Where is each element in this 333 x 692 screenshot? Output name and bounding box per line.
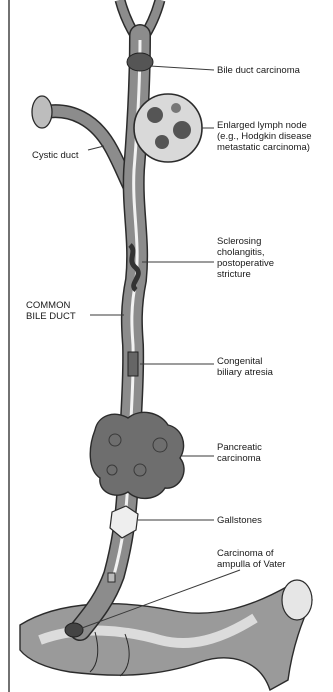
- ampulla-carcinoma-mass: [65, 623, 83, 637]
- label-bile-duct-carcinoma: Bile duct carcinoma: [217, 65, 301, 76]
- label-gallstones: Gallstones: [217, 515, 262, 526]
- label-cystic-duct: Cystic duct: [32, 150, 79, 161]
- enlarged-lymph-node: [134, 94, 202, 162]
- label-ampulla: Carcinoma of ampulla of Vater: [217, 548, 285, 570]
- lymph-node-follicle: [147, 107, 163, 123]
- small-gallstone: [108, 573, 115, 582]
- leader-cystic-duct: [88, 146, 104, 150]
- label-pancreatic: Pancreatic carcinoma: [217, 442, 265, 464]
- label-enlarged-lymph-node: Enlarged lymph node (e.g., Hodgkin disea…: [217, 120, 314, 153]
- label-common-bile-duct: COMMON BILE DUCT: [26, 300, 76, 322]
- lymph-node-follicle: [155, 135, 169, 149]
- leader-bile-duct-carcinoma: [150, 66, 214, 70]
- lymph-node-follicle: [173, 121, 191, 139]
- gallbladder-neck: [32, 96, 52, 128]
- bile-duct-carcinoma-mass: [127, 53, 153, 71]
- duodenum-opening: [282, 580, 312, 620]
- lymph-node-follicle: [171, 103, 181, 113]
- biliary-atresia-segment: [128, 352, 138, 376]
- label-sclerosing: Sclerosing cholangitis, postoperative st…: [217, 236, 277, 280]
- label-congenital: Congenital biliary atresia: [217, 356, 274, 378]
- pancreatic-carcinoma-mass: [90, 412, 184, 498]
